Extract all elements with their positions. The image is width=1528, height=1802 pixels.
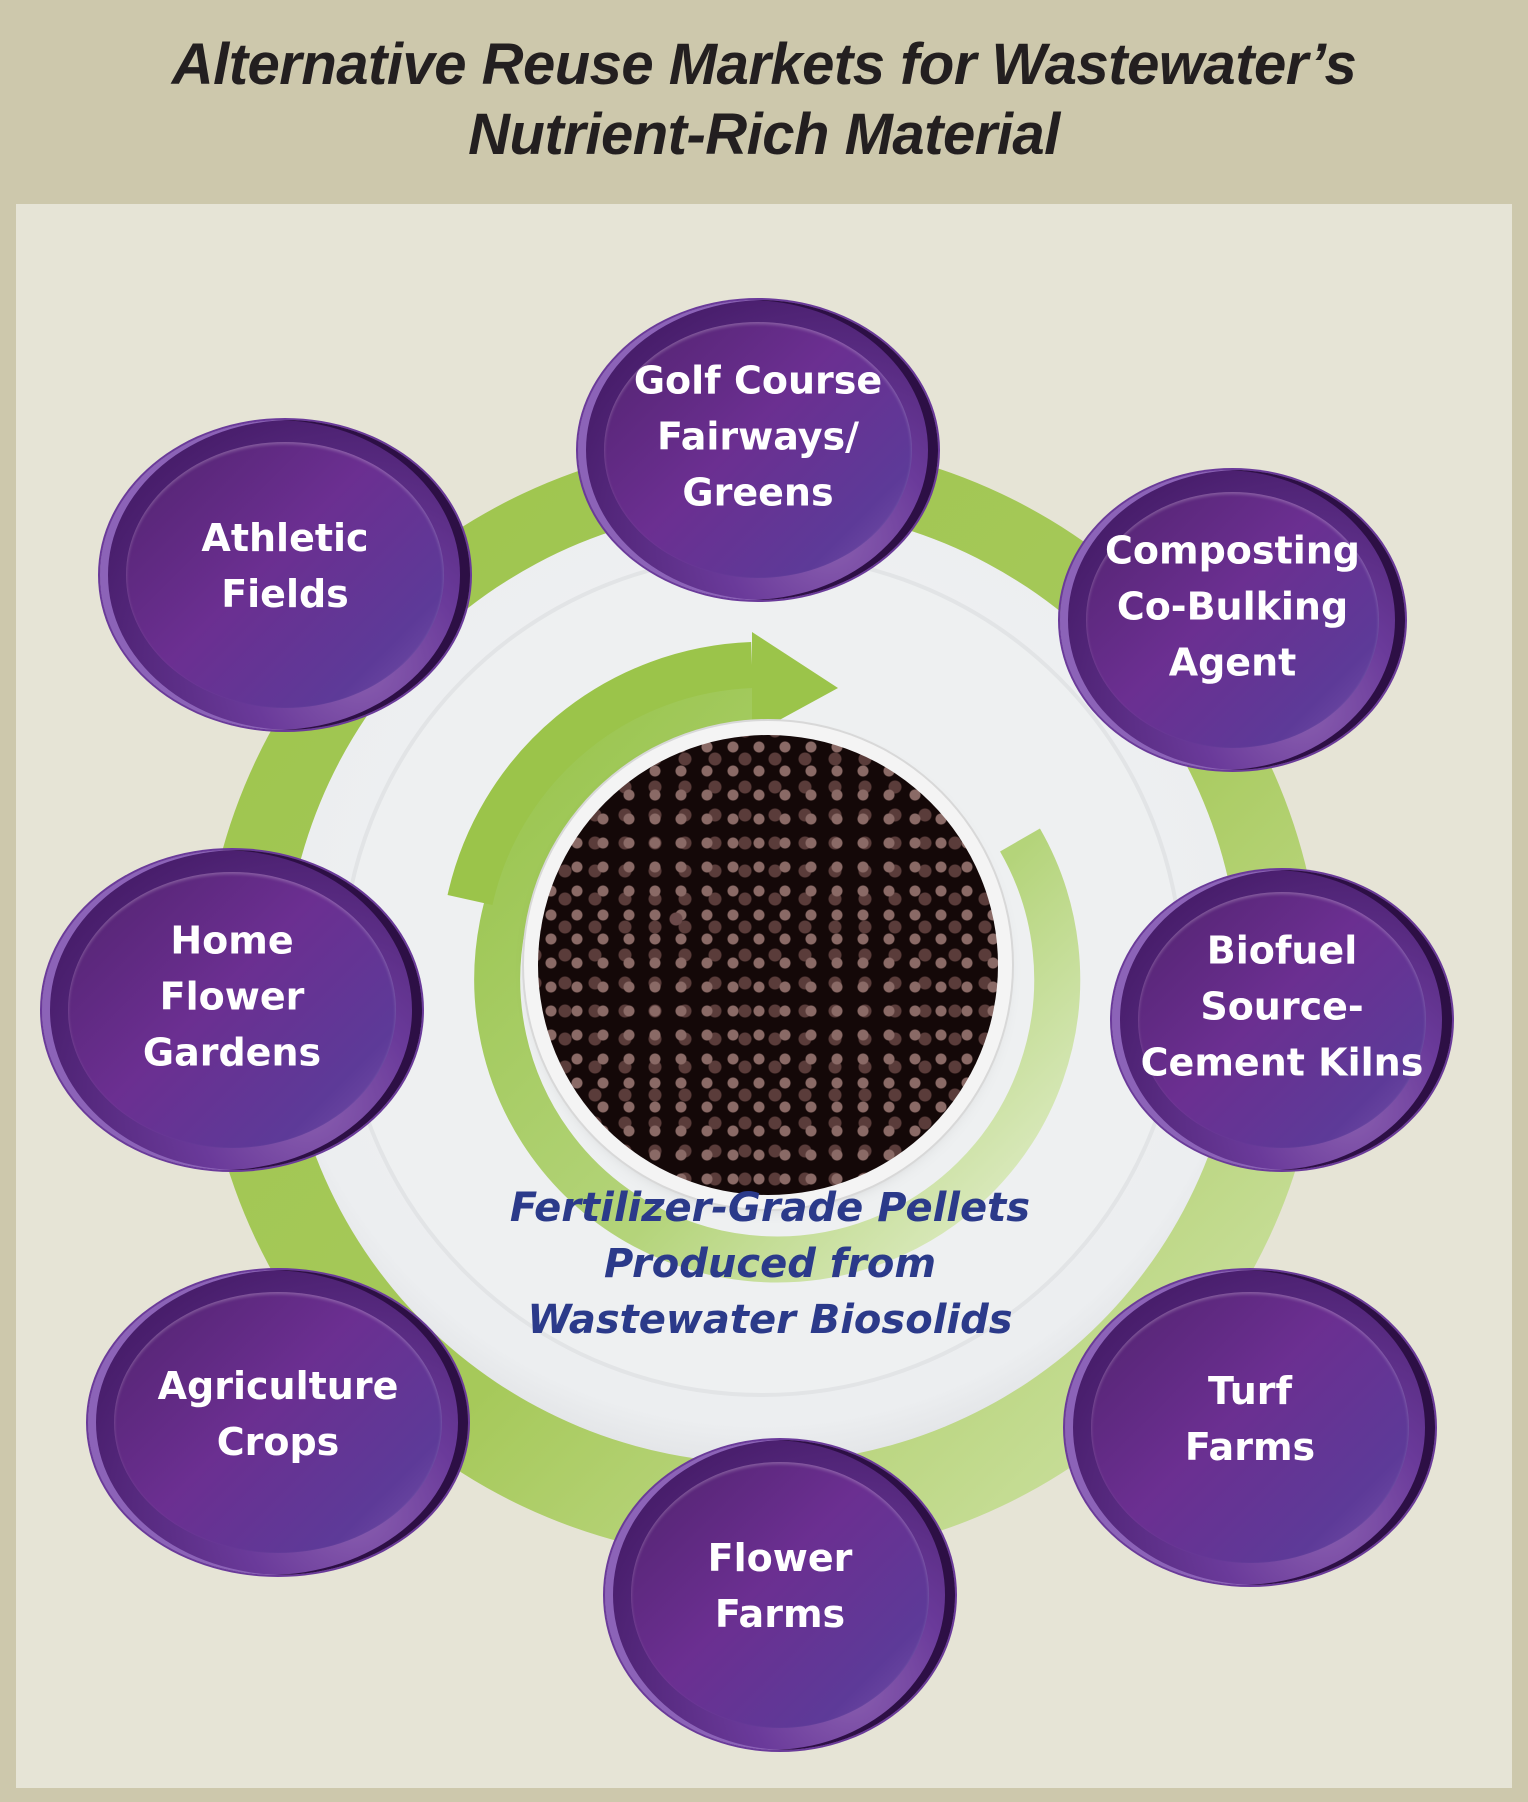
- market-flower-farms: Flower Farms: [605, 1440, 955, 1750]
- market-athletic-fields: Athletic Fields: [100, 420, 470, 730]
- market-agriculture-crops: Agriculture Crops: [88, 1270, 468, 1575]
- market-label: Athletic Fields: [201, 516, 369, 617]
- market-biofuel: Biofuel Source- Cement Kilns: [1112, 870, 1452, 1170]
- fertilizer-pellets-photo: [538, 735, 998, 1195]
- circular-arrow-icon: [752, 632, 838, 735]
- title-line-1: Alternative Reuse Markets for Wastewater…: [171, 32, 1357, 97]
- market-label: Golf Course Fairways/ Greens: [633, 358, 883, 515]
- page-title: Alternative Reuse Markets for Wastewater…: [0, 30, 1528, 170]
- market-composting: Composting Co-Bulking Agent: [1060, 470, 1405, 770]
- market-label: Flower Farms: [707, 1536, 853, 1637]
- market-label: Biofuel Source- Cement Kilns: [1140, 928, 1424, 1085]
- market-label: Composting Co-Bulking Agent: [1105, 528, 1360, 685]
- title-line-2: Nutrient-Rich Material: [468, 102, 1060, 167]
- market-label: Agriculture Crops: [157, 1363, 399, 1464]
- market-label: Turf Farms: [1184, 1368, 1316, 1469]
- center-caption: Fertilizer-Grade Pellets Produced from W…: [509, 1185, 1031, 1343]
- inner-cycle-arc: [474, 677, 1081, 1283]
- market-turf-farms: Turf Farms: [1065, 1270, 1435, 1585]
- market-golf-course: Golf Course Fairways/ Greens: [578, 300, 938, 600]
- market-home-flower-gardens: Home Flower Gardens: [42, 850, 422, 1170]
- market-label: Home Flower Gardens: [142, 918, 322, 1075]
